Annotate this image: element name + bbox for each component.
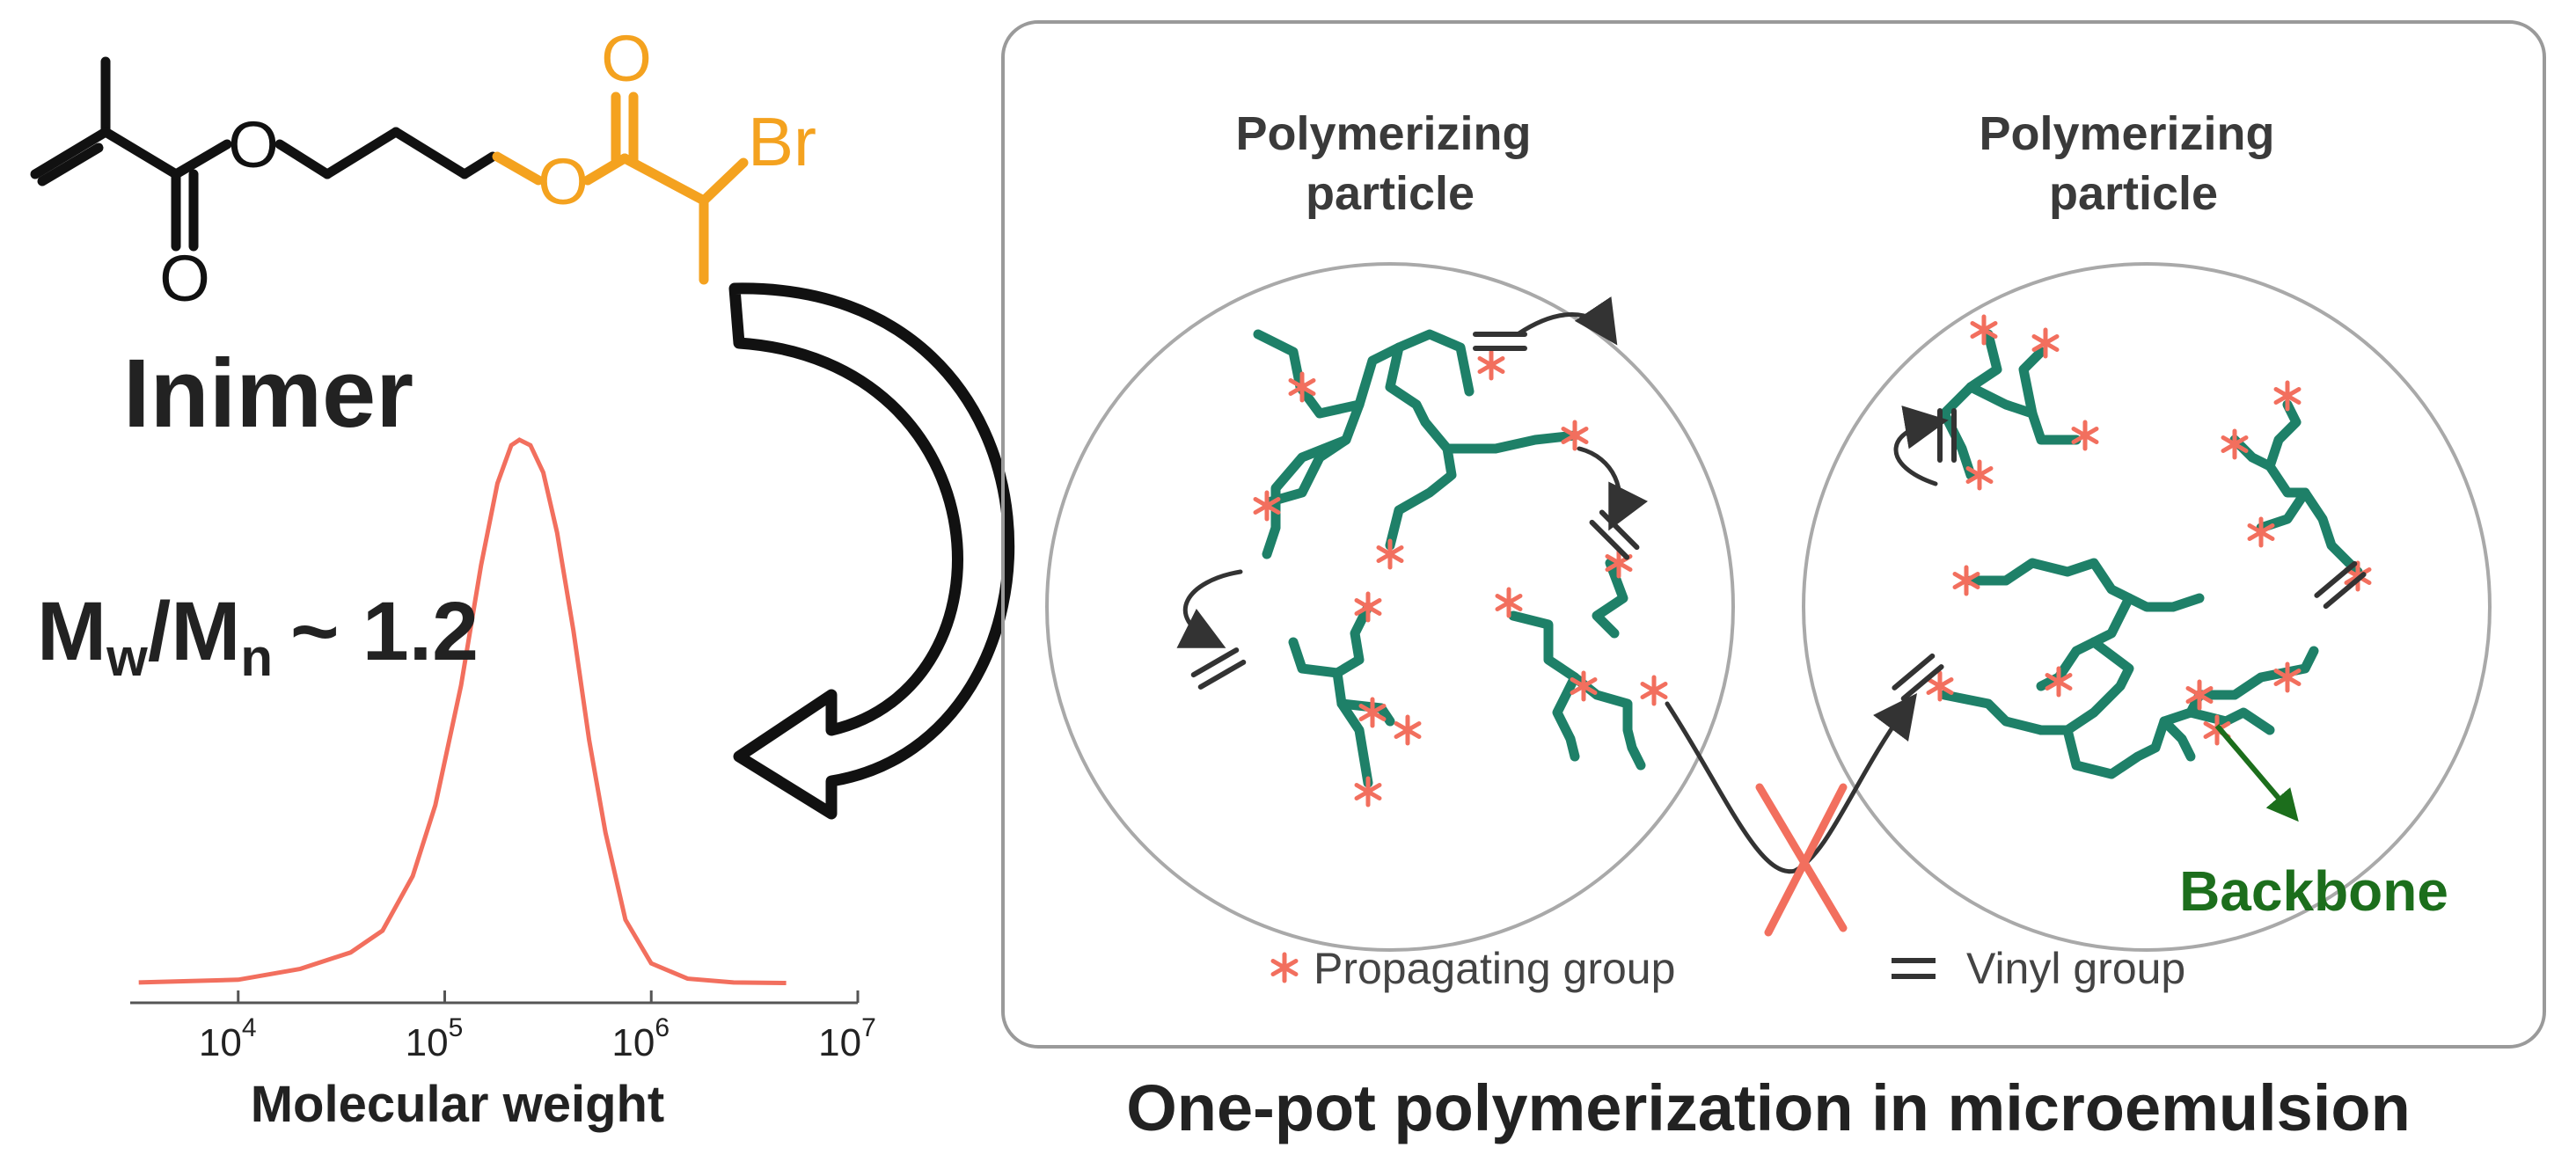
polymer-chain — [1253, 329, 1365, 419]
reaction-arrow — [1577, 446, 1648, 531]
polymer-chain — [1266, 329, 1475, 507]
polymer-chain — [2185, 707, 2275, 735]
propagating-group-star — [1270, 952, 1299, 983]
x-tick-labels: 104 105 106 107 — [199, 1013, 876, 1064]
blocked-cross-icon — [1755, 783, 1848, 937]
atom-o-carbonyl2: O — [601, 22, 652, 95]
legend-vinyl-label: Vinyl group — [1966, 944, 2185, 993]
reaction-arrow — [1893, 406, 1949, 486]
reaction-arrow — [1176, 569, 1243, 648]
x-tick-label: 104 — [199, 1013, 257, 1064]
polymer-chain — [1385, 342, 1580, 454]
vinyl-group-markers — [1190, 332, 2367, 702]
x-tick-marks — [237, 990, 860, 1003]
x-axis-label: Molecular weight — [251, 1076, 665, 1133]
polymer-chain — [2062, 646, 2319, 779]
polymer-chain — [1965, 558, 2205, 612]
propagating-group-star — [2247, 516, 2275, 548]
particle-right-circle — [1802, 262, 2492, 952]
reaction-arrow-blocked — [1665, 692, 1917, 874]
propagating-group-star — [1358, 697, 1387, 728]
inimer-structure: O O O O Br — [30, 22, 816, 315]
propagating-group-star — [1288, 371, 1316, 403]
propagating-group-star — [2185, 679, 2214, 711]
backbone-label: Backbone — [2179, 859, 2448, 923]
legend-star-icon — [1270, 952, 1299, 983]
left-particle-chains — [1253, 329, 1646, 788]
gpc-curve-series — [138, 437, 787, 985]
propagating-group-star — [1253, 490, 1281, 522]
polymer-chain — [2036, 593, 2134, 691]
polymer-chain — [2018, 347, 2046, 419]
polymer-chain — [2229, 435, 2275, 471]
polymer-chain — [2265, 399, 2363, 577]
polymer-chain — [1332, 602, 1373, 678]
propagating-group-star — [1354, 591, 1382, 623]
legend: Propagating group Vinyl group — [1270, 944, 2185, 993]
polymer-chain — [1262, 435, 1351, 559]
atom-o-ester2: O — [538, 145, 589, 218]
x-tick-label: 106 — [611, 1013, 670, 1064]
propagating-group-star — [2045, 666, 2073, 698]
legend-vinyl-icon — [1892, 958, 1936, 979]
propagating-group-star — [1376, 538, 1404, 570]
vinyl-group — [1190, 647, 1247, 690]
legend-propagating-label: Propagating group — [1314, 944, 1675, 993]
panel-caption: One-pot polymerization in microemulsion — [1126, 1071, 2411, 1144]
propagating-group-star — [2031, 327, 2060, 359]
polymer-chain — [1939, 690, 2046, 735]
gpc-chart: 104 105 106 107 Molecular weight — [130, 437, 876, 1133]
propagating-group-markers — [1253, 314, 2372, 808]
atom-bromine: Br — [748, 103, 816, 180]
reaction-arrow — [1515, 296, 1618, 346]
propagating-group-star — [1561, 420, 1589, 451]
inimer-label: Inimer — [123, 340, 413, 448]
right-panel-frame — [1001, 20, 2546, 1049]
methacrylate-part — [30, 56, 498, 252]
curved-arrow — [728, 282, 1015, 820]
particle-right-label: Polymerizing particle — [1979, 107, 2287, 220]
polymer-chain — [1552, 672, 1580, 762]
polymer-chain — [2256, 487, 2310, 533]
x-tick-label: 107 — [818, 1013, 876, 1064]
propagating-group-star — [1477, 349, 1505, 381]
polymer-chain — [1385, 443, 1457, 551]
polymer-chain — [1939, 329, 2002, 480]
particle-left-label: Polymerizing particle — [1235, 107, 1544, 220]
vinyl-group — [2314, 560, 2367, 610]
propagating-group-star — [2071, 420, 2099, 451]
propagating-group-star — [2221, 428, 2249, 460]
propagating-group-star — [2273, 380, 2302, 412]
polymer-chain — [1965, 382, 2082, 445]
propagating-group-star — [1394, 714, 1422, 746]
reaction-arrows — [1176, 296, 1949, 874]
polymer-chain — [1508, 610, 1646, 771]
particle-left-circle — [1045, 262, 1735, 952]
atom-o-ester1: O — [228, 108, 279, 181]
atom-o-carbonyl1: O — [159, 242, 210, 315]
propagating-group-star — [1354, 776, 1382, 808]
propagating-group-star — [1495, 587, 1523, 618]
right-particle-chains — [1939, 329, 2363, 779]
backbone-arrow — [2214, 724, 2299, 822]
polymer-chain — [1288, 637, 1373, 788]
propagating-group-star — [1570, 670, 1598, 702]
initiator-part — [492, 91, 749, 285]
propagating-group-star — [1640, 675, 1668, 706]
propagating-group-star — [1970, 314, 1998, 346]
propagating-group-star — [1952, 565, 1980, 596]
propagating-group-star — [1965, 459, 1994, 491]
x-tick-label: 105 — [406, 1013, 464, 1064]
dispersity-label: Mw/Mn~ 1.2 — [37, 585, 479, 687]
polymer-chain — [2159, 716, 2196, 762]
polymer-chain — [1592, 558, 1628, 639]
propagating-group-star — [1926, 670, 1954, 702]
propagating-group-star — [2273, 661, 2302, 693]
vinyl-group — [1892, 653, 1944, 702]
